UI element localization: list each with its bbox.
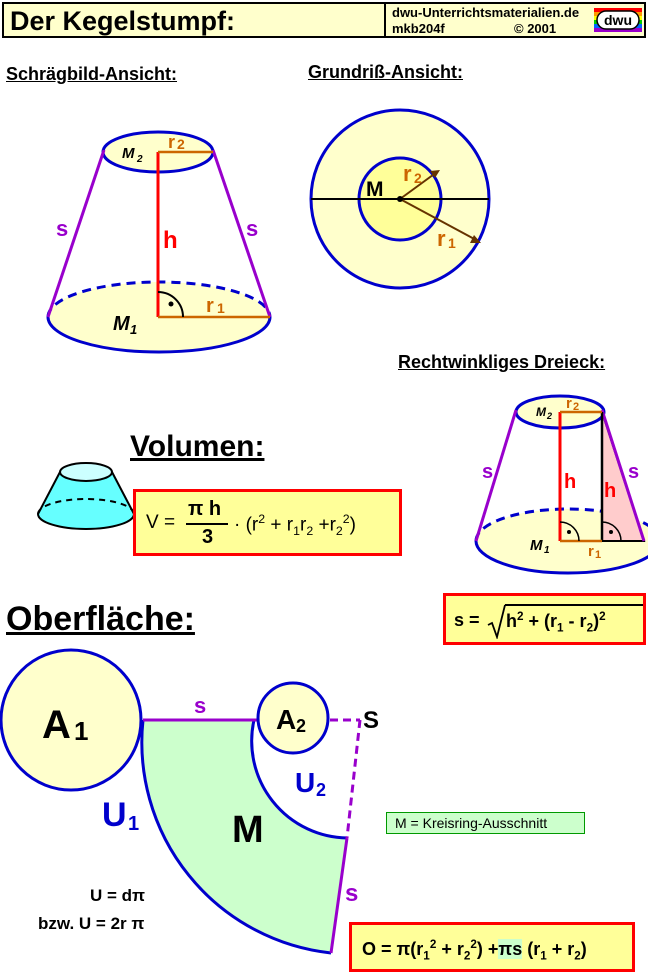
- lateral-surface: [141, 720, 347, 953]
- volume-denominator: 3: [202, 526, 214, 548]
- slant-left: [46, 149, 106, 318]
- page-title: Der Kegelstumpf:: [10, 6, 236, 36]
- svg-text:1: 1: [128, 813, 139, 835]
- svg-text:1: 1: [544, 545, 550, 556]
- label-s-top: s: [194, 693, 206, 718]
- header-bar: Der Kegelstumpf: dwu-Unterrichtsmaterial…: [2, 2, 646, 38]
- circle-A2: [256, 681, 330, 755]
- tri-label-h-left: h: [564, 471, 576, 493]
- heading-plan-view: Grundriß-Ansicht:: [308, 62, 463, 82]
- site-name: dwu-Unterrichtsmaterialien.de: [392, 5, 580, 20]
- svg-text:2: 2: [546, 411, 552, 421]
- sqrt-sign: [487, 604, 506, 639]
- label-M1: M: [113, 313, 131, 335]
- label-s-right: s: [246, 216, 258, 241]
- svg-text:2: 2: [177, 136, 185, 152]
- heading-right-triangle: Rechtwinkliges Dreieck:: [398, 352, 606, 372]
- slant-radicand: h2 + (r1 - r2)2: [506, 610, 606, 635]
- label-r1: r: [206, 295, 214, 317]
- frustum-oblique-view: M 2 r 2 h s s M 1 r 1: [46, 130, 272, 354]
- slant-right: [211, 149, 272, 318]
- tri-base-front: [474, 540, 648, 575]
- right-angle-arc: [157, 291, 184, 318]
- heading-oblique-view: Schrägbild-Ansicht:: [6, 64, 178, 84]
- tri-label-s: s: [628, 461, 639, 483]
- label-h: h: [163, 227, 178, 254]
- fraction-bar: [186, 523, 228, 525]
- svg-text:r: r: [588, 543, 594, 560]
- surface-net: A 1 A 2 s S U 2 U 1 M s: [0, 648, 379, 955]
- svg-text:2: 2: [316, 780, 326, 800]
- label-S: S: [363, 707, 379, 734]
- circumference-line1: U = dπ: [90, 886, 146, 905]
- label-M-lateral: M: [232, 809, 264, 851]
- svg-text:M: M: [536, 405, 547, 419]
- label-s-right: s: [345, 880, 358, 907]
- plan-label-r1: r: [437, 226, 446, 251]
- svg-text:M: M: [530, 537, 543, 554]
- arc-U2: [250, 719, 348, 840]
- volume-terms: · (r2 + r1r2 +r22): [234, 512, 356, 539]
- svg-text:1: 1: [595, 549, 601, 561]
- tri-label-h-right: h: [604, 480, 616, 502]
- svg-text:2: 2: [573, 401, 579, 413]
- circumference-line2: bzw. U = 2r π: [38, 914, 145, 933]
- volume-formula-box: V = π h 3 · (r2 + r1r2 +r22): [133, 489, 402, 556]
- surface-formula: O = π(r12 + r22) +πs (r1 + r2): [362, 938, 587, 963]
- arc-U1: [140, 719, 332, 955]
- label-U1: U: [102, 796, 127, 834]
- base-ellipse-front: [46, 316, 272, 354]
- label-M2: M: [122, 145, 135, 162]
- surface-formula-box: O = π(r12 + r22) +πs (r1 + r2): [349, 922, 635, 972]
- svg-text:1: 1: [217, 300, 225, 316]
- header-divider: [384, 4, 386, 36]
- plan-radius-r2: [399, 171, 438, 200]
- svg-text:1: 1: [448, 235, 456, 251]
- svg-text:1: 1: [74, 716, 88, 746]
- frustum-icon: [37, 462, 135, 530]
- heading-volume: Volumen:: [130, 430, 265, 463]
- plan-label-r2: r: [403, 161, 412, 186]
- logo-text: dwu: [604, 12, 632, 28]
- label-U2: U: [295, 767, 315, 798]
- plan-view: M r 2 r 1: [309, 108, 491, 290]
- slant-s-right: [329, 837, 349, 954]
- label-A1: A: [42, 703, 71, 747]
- svg-text:2: 2: [296, 716, 306, 736]
- copyright: © 2001: [514, 21, 557, 36]
- dwu-logo: dwu: [594, 8, 642, 32]
- svg-text:s: s: [482, 461, 493, 483]
- svg-text:2: 2: [414, 170, 422, 186]
- worksheet-code: mkb204f: [392, 21, 445, 36]
- frustum-triangle-view: M 2 r 2 h h s s M 1 r 1: [474, 394, 648, 575]
- dashed-to-S-2: [345, 719, 362, 839]
- lateral-note: M = Kreisring-Ausschnitt: [386, 812, 585, 834]
- heading-surface: Oberfläche:: [6, 600, 195, 638]
- plan-label-M: M: [366, 178, 384, 201]
- label-s-left: s: [56, 216, 68, 241]
- slant-formula-box: s = h2 + (r1 - r2)2: [443, 593, 646, 645]
- plan-radius-r1: [399, 198, 479, 242]
- svg-text:r: r: [566, 395, 572, 412]
- svg-text:2: 2: [136, 154, 143, 165]
- label-r2: r: [168, 132, 175, 152]
- volume-numerator: π h: [188, 498, 222, 520]
- svg-text:1: 1: [130, 322, 137, 337]
- circle-A1: [0, 648, 143, 792]
- label-A2: A: [276, 704, 296, 735]
